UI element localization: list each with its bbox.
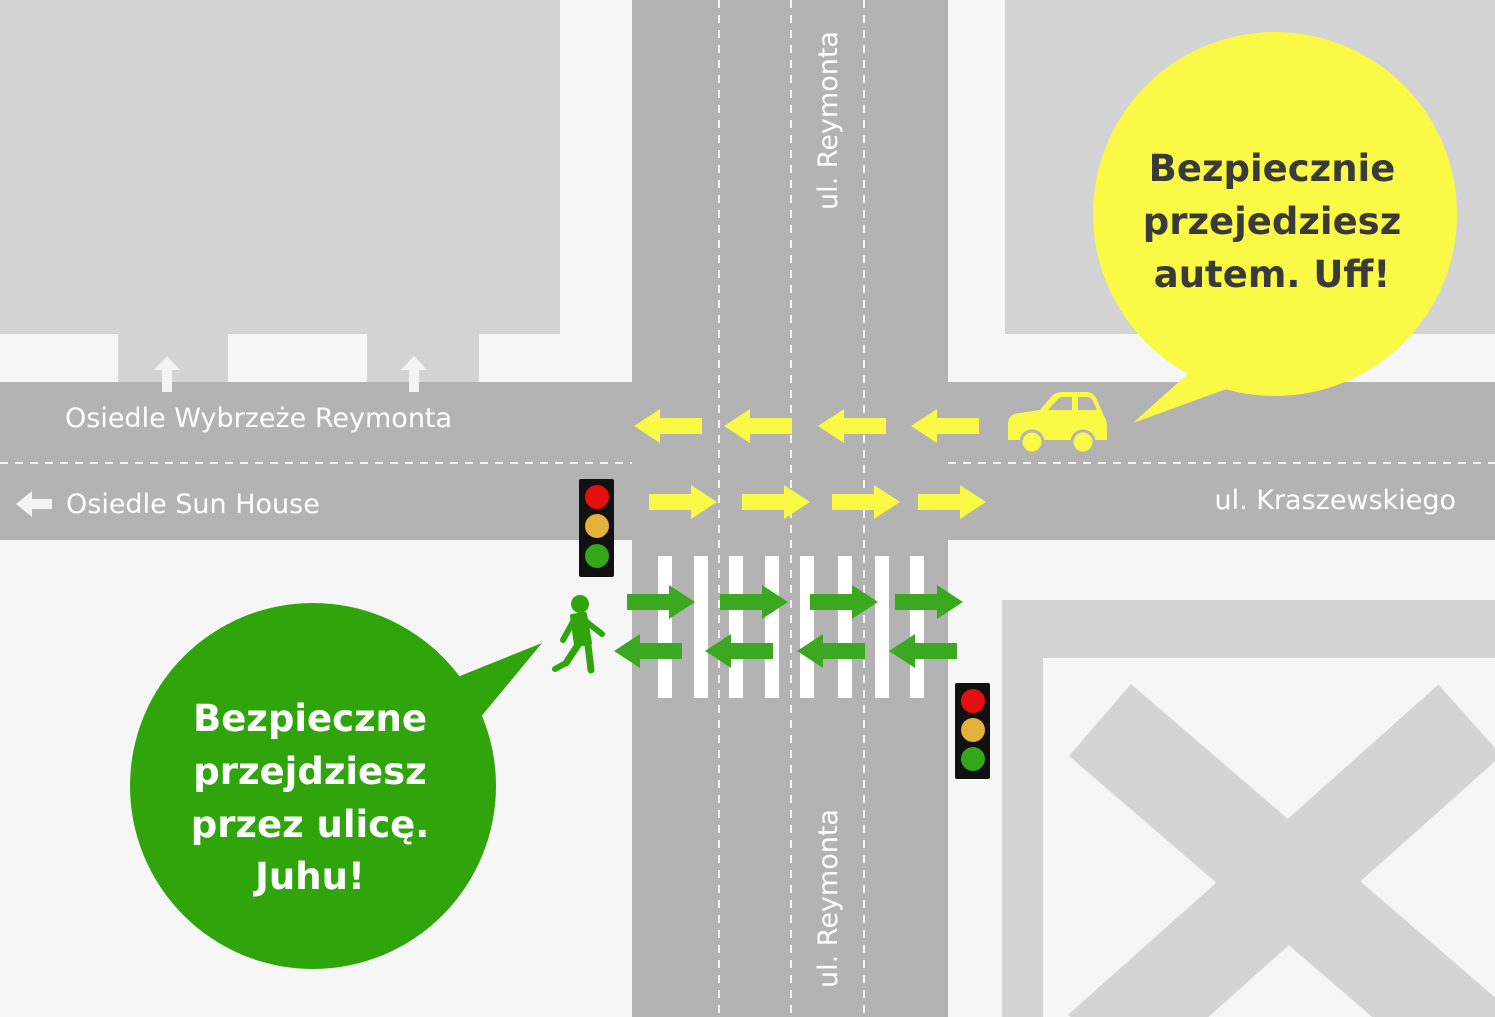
driveway-right [367,334,479,384]
pedestrian-speech-bubble: Bezpieczne przejdziesz przez ulicę. Juhu… [130,603,542,969]
pedestrian-bubble-line-1: Bezpieczne [193,697,427,740]
destination-sun-house: Osiedle Sun House [66,489,320,520]
pedestrian-bubble-line-4: Juhu! [252,855,365,898]
pedestrian-bubble-line-3: przez ulicę. [191,803,430,846]
street-label-reymonta-top: ul. Reymonta [813,31,844,210]
driveway-arrows [16,356,427,517]
car-bubble-line-1: Bezpiecznie [1149,147,1396,190]
closed-area [1002,600,1495,1017]
car-icon [1008,392,1107,455]
building-top-left [0,0,560,334]
car-speech-bubble: Bezpiecznie przejedziesz autem. Uff! [1093,32,1457,423]
pedestrian-icon [552,595,605,674]
street-label-reymonta-bottom: ul. Reymonta [813,809,844,988]
traffic-light-icon [579,479,614,577]
arrow-left-icon [16,491,52,517]
traffic-light-icon [955,683,990,779]
driveway-left [118,334,228,384]
street-label-kraszewskiego: ul. Kraszewskiego [1214,485,1456,516]
car-bubble-line-3: autem. Uff! [1154,253,1390,296]
car-bubble-line-2: przejedziesz [1143,200,1402,243]
destination-wybrzeze-reymonta: Osiedle Wybrzeże Reymonta [65,403,452,434]
pedestrian-bubble-line-2: przejdziesz [193,750,426,793]
